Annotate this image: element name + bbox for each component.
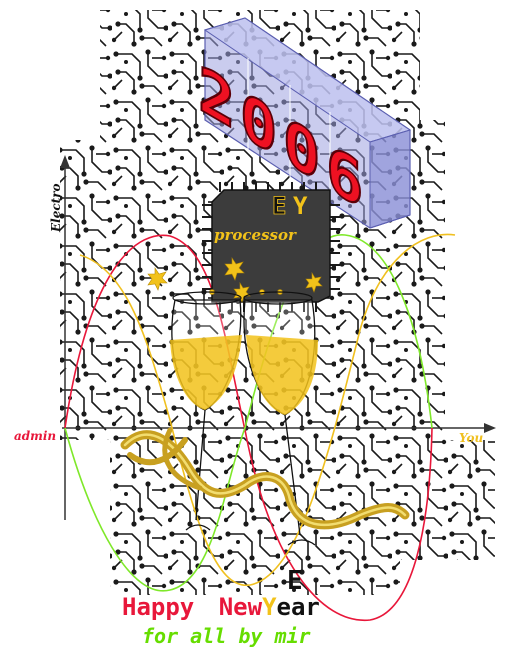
greeting-new: New (219, 593, 263, 621)
chip-logo-mark: E (272, 192, 286, 220)
greeting-line-2: for all by mir (142, 624, 311, 648)
axes (60, 155, 496, 520)
greeting-line-1: Happy NewYear (122, 593, 320, 621)
x-axis-label: You (459, 431, 484, 445)
chip-label: processor (214, 226, 297, 244)
yellow-curve (79, 233, 456, 586)
processor-chip: E Y processor (147, 182, 340, 312)
greeting-year-y: Y (262, 593, 277, 621)
greeting-year-rest: ear (277, 593, 320, 621)
champagne-glasses (170, 291, 318, 546)
green-curve (64, 234, 433, 592)
origin-label: admin (14, 429, 56, 443)
year-display: 2 0 0 6 (197, 17, 412, 229)
sine-curves (64, 233, 456, 621)
chip-logo: Y (293, 192, 308, 220)
y-axis-label: Electro (49, 183, 63, 233)
greeting-logo-mark: E (287, 566, 303, 596)
gold-ribbon (120, 427, 410, 530)
greeting-happy: Happy (122, 593, 194, 621)
spark-icons (147, 257, 323, 303)
